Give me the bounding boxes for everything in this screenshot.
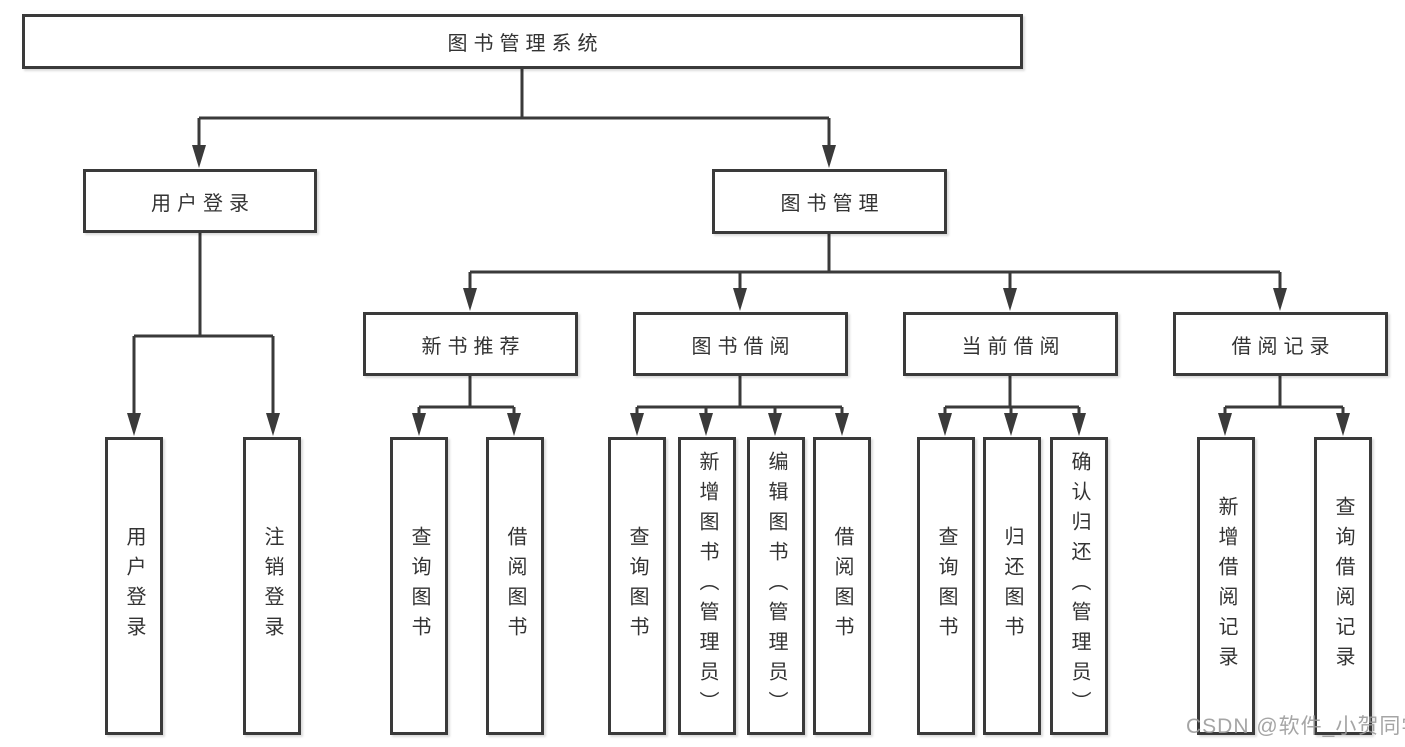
- arrowhead: [412, 413, 426, 436]
- node-label: 查询图书: [626, 526, 648, 646]
- node-edit-books-admin: 编辑图书（管理员）: [747, 437, 805, 735]
- node-root: 图书管理系统: [22, 14, 1023, 69]
- node-label: 新增图书（管理员）: [696, 451, 718, 721]
- node-current-borrowing: 当前借阅: [903, 312, 1118, 376]
- node-book-borrowing: 图书借阅: [633, 312, 848, 376]
- arrowhead: [127, 413, 141, 436]
- node-label: 图书借阅: [691, 335, 796, 358]
- node-query-books-2: 查询图书: [608, 437, 666, 735]
- node-new-book-recommend: 新书推荐: [363, 312, 578, 376]
- arrowhead: [768, 413, 782, 436]
- arrowhead: [1004, 413, 1018, 436]
- arrowhead: [1273, 288, 1287, 311]
- node-label: 注销登录: [261, 526, 283, 646]
- connector-record-to-children: [1223, 376, 1345, 414]
- connector-bookmgmt-to-modules: [468, 234, 1282, 289]
- node-label: 图书管理系统: [447, 33, 604, 55]
- node-logout-leaf: 注销登录: [243, 437, 301, 735]
- node-confirm-return-admin: 确认归还（管理员）: [1050, 437, 1108, 735]
- arrowhead: [266, 413, 280, 436]
- arrowhead: [733, 288, 747, 311]
- node-borrow-books-2: 借阅图书: [813, 437, 871, 735]
- node-label: 用户登录: [123, 526, 145, 646]
- arrowhead: [835, 413, 849, 436]
- arrowhead: [938, 413, 952, 436]
- arrowhead: [463, 288, 477, 311]
- arrowhead: [1072, 413, 1086, 436]
- node-return-books: 归还图书: [983, 437, 1041, 735]
- connector-newbook-to-children: [417, 376, 516, 414]
- node-label: 编辑图书（管理员）: [765, 451, 787, 721]
- node-borrow-records: 借阅记录: [1173, 312, 1388, 376]
- csdn-watermark: CSDN @软件_小贺同学: [1186, 715, 1405, 738]
- node-add-books-admin: 新增图书（管理员）: [678, 437, 736, 735]
- arrowhead: [1003, 288, 1017, 311]
- node-label: 查询图书: [935, 526, 957, 646]
- node-borrow-books-1: 借阅图书: [486, 437, 544, 735]
- node-label: 新增借阅记录: [1215, 496, 1237, 676]
- node-label: 借阅记录: [1231, 335, 1336, 358]
- arrowhead: [1218, 413, 1232, 436]
- node-label: 归还图书: [1001, 526, 1023, 646]
- node-label: 查询借阅记录: [1332, 496, 1354, 676]
- connector-borrow-to-children: [635, 376, 844, 414]
- node-user-login-leaf: 用户登录: [105, 437, 163, 735]
- node-label: 查询图书: [408, 526, 430, 646]
- node-label: 借阅图书: [831, 526, 853, 646]
- connector-current-to-children: [943, 376, 1081, 414]
- arrowhead: [630, 413, 644, 436]
- arrowhead: [1336, 413, 1350, 436]
- node-label: 当前借阅: [961, 335, 1066, 358]
- arrowheads: [127, 145, 1350, 436]
- node-label: 借阅图书: [504, 526, 526, 646]
- connector-root-to-level2: [197, 69, 831, 146]
- node-user-login: 用户登录: [83, 169, 317, 233]
- arrowhead: [822, 145, 836, 168]
- connector-userlogin-to-children: [132, 232, 275, 414]
- node-query-books-3: 查询图书: [917, 437, 975, 735]
- arrowhead: [507, 413, 521, 436]
- node-label: 确认归还（管理员）: [1068, 451, 1090, 721]
- arrowhead: [699, 413, 713, 436]
- node-label: 图书管理: [780, 193, 885, 215]
- node-query-books-1: 查询图书: [390, 437, 448, 735]
- node-query-borrow-record: 查询借阅记录: [1314, 437, 1372, 735]
- node-label: 新书推荐: [421, 335, 526, 358]
- node-add-borrow-record: 新增借阅记录: [1197, 437, 1255, 735]
- node-book-management: 图书管理: [712, 169, 947, 234]
- node-label: 用户登录: [151, 192, 255, 215]
- arrowhead: [192, 145, 206, 168]
